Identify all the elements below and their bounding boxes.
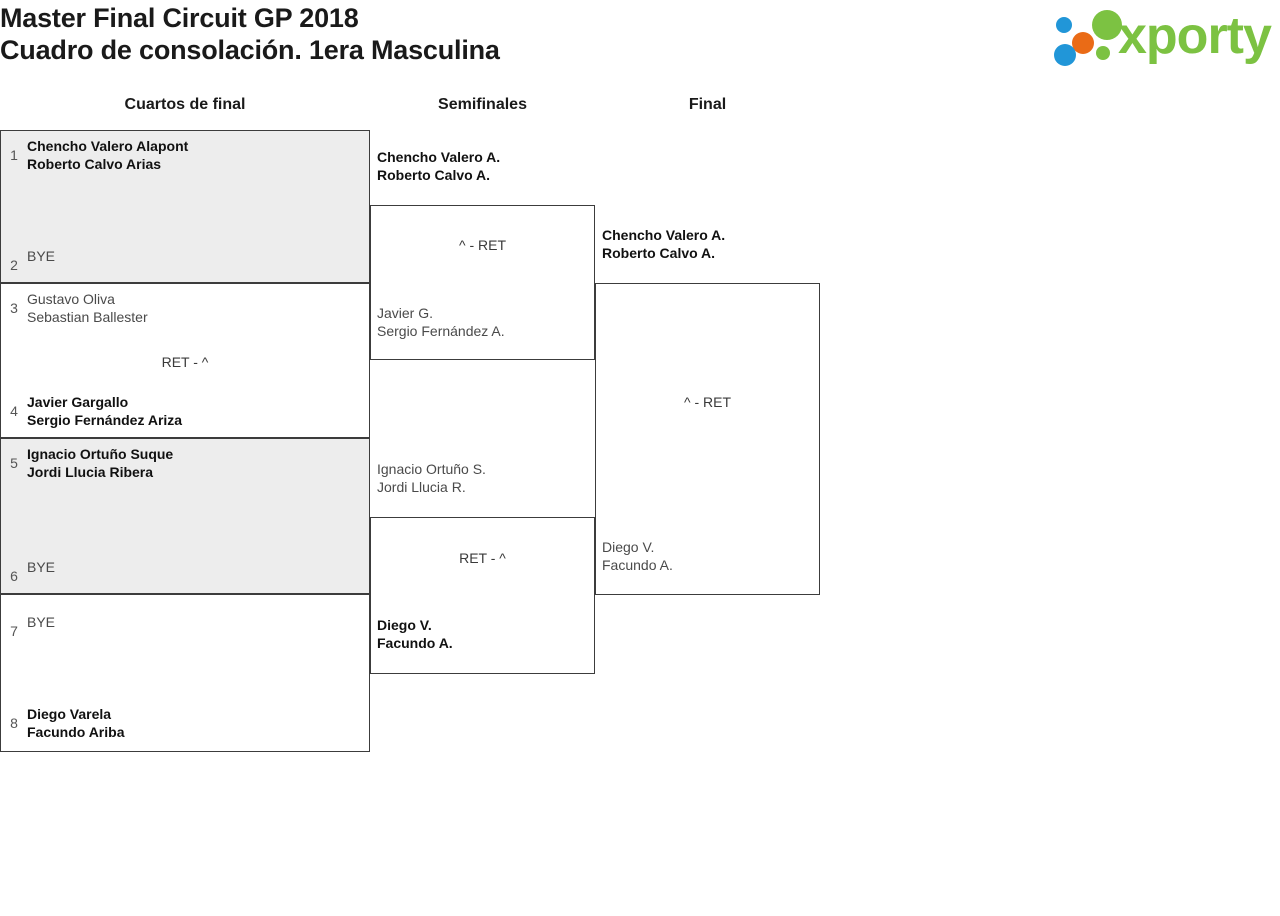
seed-number: 2 <box>10 257 18 273</box>
player-name-1: Diego Varela <box>27 706 112 722</box>
match-slot-bottom[interactable]: 6 BYE <box>1 558 369 585</box>
match-slot-top[interactable]: 1 Chencho Valero Alapont Roberto Calvo A… <box>1 137 369 173</box>
player-name-2: Facundo A. <box>377 635 453 651</box>
match-score: ^ - RET <box>683 394 731 410</box>
match-quarterfinal-4[interactable]: 7 BYE 8 Diego Varela Facundo Ariba <box>0 594 370 752</box>
bracket-subtitle: Cuadro de consolación. 1era Masculina <box>0 35 500 65</box>
player-name-2: Jordi Llucia Ribera <box>27 464 154 480</box>
match-score: RET - ^ <box>161 354 209 370</box>
player-name-2: Roberto Calvo A. <box>377 167 491 183</box>
player-name-2: Sergio Fernández A. <box>377 323 505 339</box>
match-semifinal-2[interactable]: RET - ^ <box>370 517 595 674</box>
seed-number: 6 <box>10 568 18 584</box>
player-name-1: Javier G. <box>377 305 434 321</box>
semifinal-1-team-top[interactable]: Chencho Valero A. Roberto Calvo A. <box>377 148 500 184</box>
final-team-bottom[interactable]: Diego V. Facundo A. <box>602 538 673 574</box>
team-names: Javier Gargallo Sergio Fernández Ariza <box>27 393 369 429</box>
seed-number: 4 <box>10 403 18 419</box>
team-names: Chencho Valero Alapont Roberto Calvo Ari… <box>27 137 369 173</box>
team-names: Gustavo Oliva Sebastian Ballester <box>27 290 369 326</box>
match-slot-bottom[interactable]: 4 Javier Gargallo Sergio Fernández Ariza <box>1 393 369 429</box>
seed-number: 5 <box>10 455 18 471</box>
page-title: Master Final Circuit GP 2018 Cuadro de c… <box>0 0 900 66</box>
round-header-final: Final <box>688 96 727 113</box>
logo-dot-blue-bottom-icon <box>1054 44 1076 66</box>
player-name-2: Facundo Ariba <box>27 724 125 740</box>
seed-number: 8 <box>10 715 18 731</box>
player-name-1: Diego V. <box>602 539 655 555</box>
player-name-1: Javier Gargallo <box>27 394 129 410</box>
player-name-1: BYE <box>27 559 56 575</box>
match-final[interactable]: ^ - RET <box>595 283 820 595</box>
player-name-2: Roberto Calvo A. <box>602 245 716 261</box>
logo-dot-orange-icon <box>1072 32 1094 54</box>
seed-number: 1 <box>10 147 18 163</box>
final-team-top[interactable]: Chencho Valero A. Roberto Calvo A. <box>602 226 725 262</box>
match-slot-bottom[interactable]: 2 BYE <box>1 247 369 274</box>
match-slot-top[interactable]: 3 Gustavo Oliva Sebastian Ballester <box>1 290 369 326</box>
semifinal-2-team-top[interactable]: Ignacio Ortuño S. Jordi Llucia R. <box>377 460 486 496</box>
player-name-1: Chencho Valero A. <box>377 149 501 165</box>
player-name-1: Ignacio Ortuño S. <box>377 461 486 477</box>
match-slot-bottom[interactable]: 8 Diego Varela Facundo Ariba <box>1 705 369 741</box>
player-name-1: BYE <box>27 614 56 630</box>
player-name-1: Chencho Valero A. <box>602 227 726 243</box>
player-name-2: Roberto Calvo Arias <box>27 156 162 172</box>
match-score: ^ - RET <box>458 237 506 253</box>
semifinal-1-team-bottom[interactable]: Javier G. Sergio Fernández A. <box>377 304 505 340</box>
player-name-2: Sergio Fernández Ariza <box>27 412 183 428</box>
player-name-1: Chencho Valero Alapont <box>27 138 189 154</box>
team-names: BYE <box>27 558 369 576</box>
match-quarterfinal-2[interactable]: 3 Gustavo Oliva Sebastian Ballester RET … <box>0 283 370 438</box>
match-quarterfinal-1[interactable]: 1 Chencho Valero Alapont Roberto Calvo A… <box>0 130 370 283</box>
xporty-logo[interactable]: xporty <box>1052 4 1280 68</box>
logo-dot-blue-top-icon <box>1056 17 1072 33</box>
player-name-1: Gustavo Oliva <box>27 291 115 307</box>
match-quarterfinal-3[interactable]: 5 Ignacio Ortuño Suque Jordi Llucia Ribe… <box>0 438 370 594</box>
player-name-2: Sebastian Ballester <box>27 309 148 325</box>
team-names: Ignacio Ortuño Suque Jordi Llucia Ribera <box>27 445 369 481</box>
seed-number: 3 <box>10 300 18 316</box>
tournament-name: Master Final Circuit GP 2018 <box>0 3 359 33</box>
logo-dots-icon <box>1052 8 1122 66</box>
match-score: RET - ^ <box>459 550 506 566</box>
team-names: BYE <box>27 247 369 265</box>
round-header-semifinals: Semifinales <box>438 96 527 113</box>
match-slot-top[interactable]: 7 BYE <box>1 613 369 640</box>
player-name-2: Jordi Llucia R. <box>377 479 466 495</box>
logo-dot-green-large-icon <box>1092 10 1122 40</box>
semifinal-2-team-bottom[interactable]: Diego V. Facundo A. <box>377 616 453 652</box>
team-names: Diego Varela Facundo Ariba <box>27 705 369 741</box>
logo-wordmark: xporty <box>1118 7 1272 65</box>
round-header-quarterfinals: Cuartos de final <box>124 96 246 113</box>
player-name-1: BYE <box>27 248 56 264</box>
player-name-1: Ignacio Ortuño Suque <box>27 446 174 462</box>
player-name-1: Diego V. <box>377 617 432 633</box>
player-name-2: Facundo A. <box>602 557 673 573</box>
seed-number: 7 <box>10 623 18 639</box>
match-semifinal-1[interactable]: ^ - RET <box>370 205 595 360</box>
team-names: BYE <box>27 613 369 631</box>
logo-dot-green-small-icon <box>1096 46 1110 60</box>
match-slot-top[interactable]: 5 Ignacio Ortuño Suque Jordi Llucia Ribe… <box>1 445 369 481</box>
